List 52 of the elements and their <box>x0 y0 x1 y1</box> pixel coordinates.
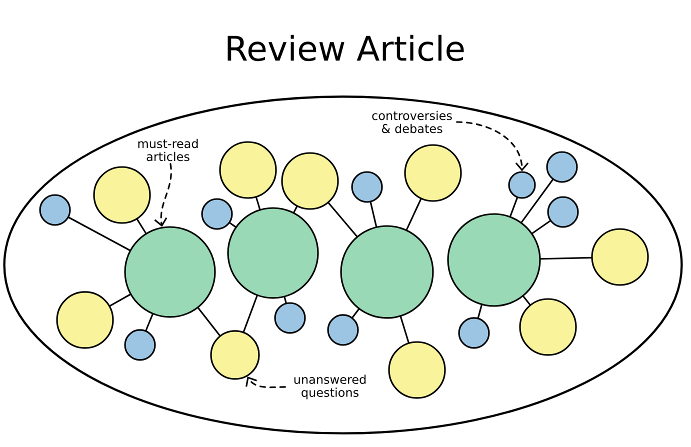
connector-line <box>242 295 258 333</box>
dashed-arrow <box>154 163 172 227</box>
subtopic-circle <box>327 314 359 346</box>
hub-circle <box>227 207 319 299</box>
connector-line <box>370 202 378 228</box>
hub-circle <box>124 226 216 318</box>
connector-line <box>293 206 298 214</box>
subtopic-circle <box>201 198 233 230</box>
title: Review Article <box>228 34 464 62</box>
connector-line <box>520 178 554 224</box>
connector-line <box>68 216 130 252</box>
topic-circle <box>210 330 260 380</box>
topic-circle <box>219 141 277 199</box>
dashed-arrow <box>456 121 529 172</box>
ellipse-outline <box>3 96 683 434</box>
topic-circle <box>56 291 114 349</box>
topic-circle <box>591 228 649 286</box>
connector-line <box>145 314 154 332</box>
connector-line <box>136 218 147 234</box>
connector-line <box>522 296 531 306</box>
topic-circle <box>388 341 446 399</box>
callout-text: unanswered questions <box>294 374 366 400</box>
subtopic-circle <box>546 151 578 183</box>
subtopic-circle <box>547 196 579 228</box>
connector-line <box>532 220 551 234</box>
callout-text: controversies & debates <box>372 110 452 134</box>
topic-circle <box>519 298 577 356</box>
connector-line <box>540 256 592 260</box>
subtopic-circle <box>458 317 490 349</box>
connector-line <box>109 294 131 307</box>
subtopic-circle <box>39 194 71 226</box>
hub-circle <box>340 225 434 319</box>
callout-text: must-read articles <box>138 138 198 162</box>
topic-circle <box>281 152 339 210</box>
connector-line <box>406 198 422 230</box>
subtopic-circle <box>274 302 306 334</box>
connector-line <box>229 222 236 228</box>
connector-line <box>197 307 221 336</box>
hub-circle <box>447 213 541 307</box>
subtopic-circle <box>508 171 536 199</box>
connector-line <box>352 308 360 318</box>
connector-line <box>256 196 261 210</box>
topic-circle <box>93 166 151 224</box>
topic-circle <box>404 144 462 202</box>
subtopic-circle <box>351 171 383 203</box>
connector-line <box>477 304 482 319</box>
dashed-arrow <box>246 376 286 388</box>
connector-line <box>400 316 410 344</box>
connector-line <box>328 202 358 238</box>
connector-line <box>284 296 287 304</box>
connector-line <box>510 197 518 217</box>
subtopic-circle <box>124 329 156 361</box>
